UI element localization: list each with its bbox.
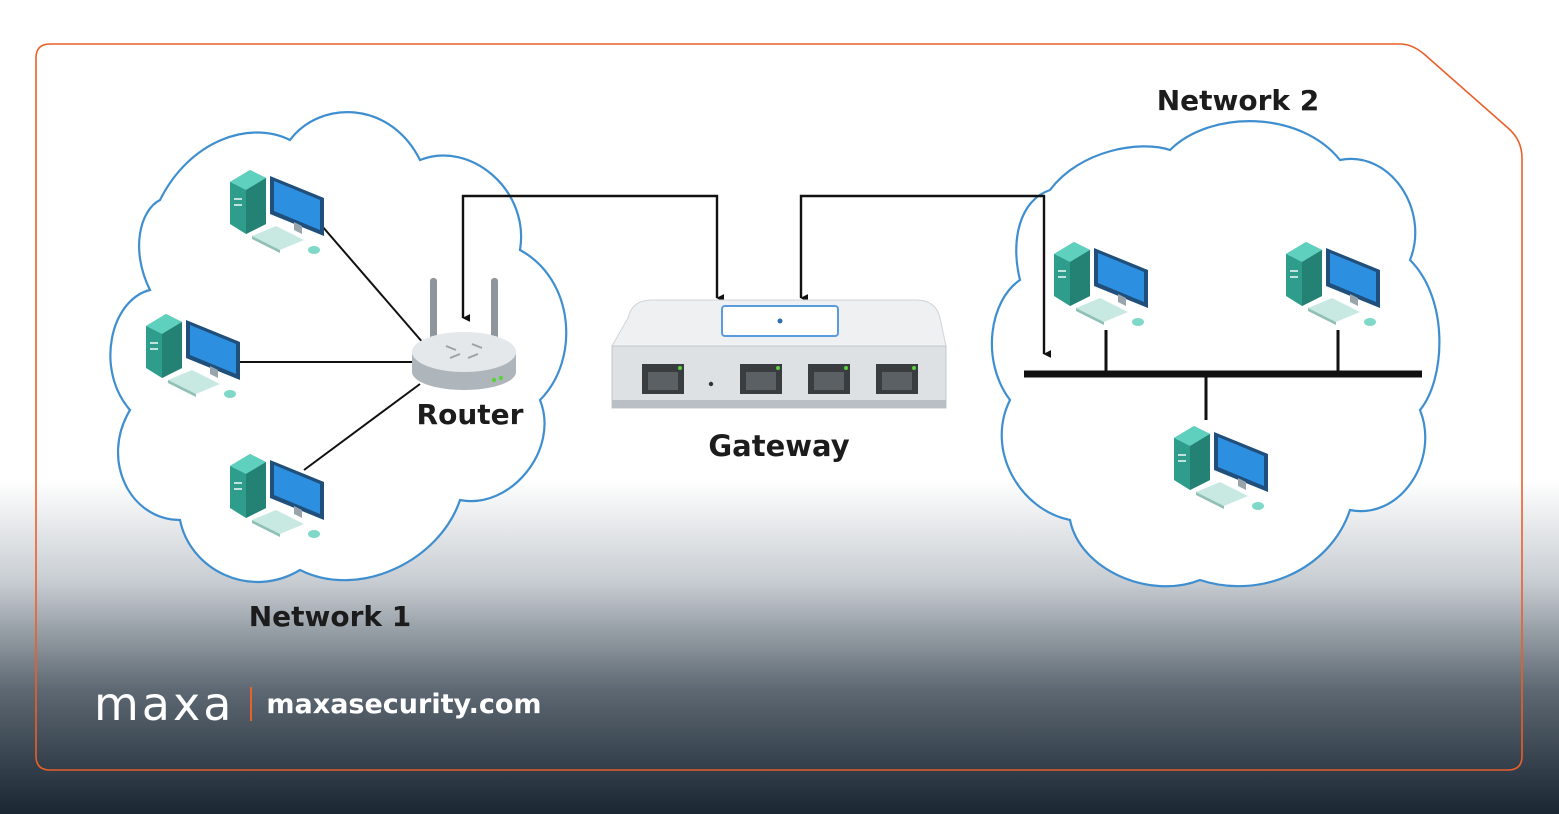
gateway-network2-link bbox=[799, 194, 1052, 358]
frame-border bbox=[35, 43, 1523, 771]
gateway-label: Gateway bbox=[708, 429, 849, 463]
network-2-cloud bbox=[990, 120, 1441, 588]
gateway-links bbox=[461, 194, 1052, 358]
network-2-label: Network 2 bbox=[1157, 84, 1320, 117]
router-links bbox=[240, 225, 425, 471]
network-1-label: Network 1 bbox=[249, 600, 412, 633]
brand-footer: maxa maxasecurity.com bbox=[94, 677, 542, 731]
gateway-icon bbox=[611, 299, 947, 409]
footer-divider bbox=[250, 687, 253, 721]
maxa-logo: maxa bbox=[94, 677, 235, 731]
website-link[interactable]: maxasecurity.com bbox=[266, 688, 542, 720]
router-label: Router bbox=[417, 398, 524, 431]
network-2-bus bbox=[1024, 330, 1422, 420]
router-icon bbox=[412, 278, 516, 390]
network-1-cloud bbox=[109, 111, 568, 584]
router-gateway-link bbox=[461, 194, 725, 322]
